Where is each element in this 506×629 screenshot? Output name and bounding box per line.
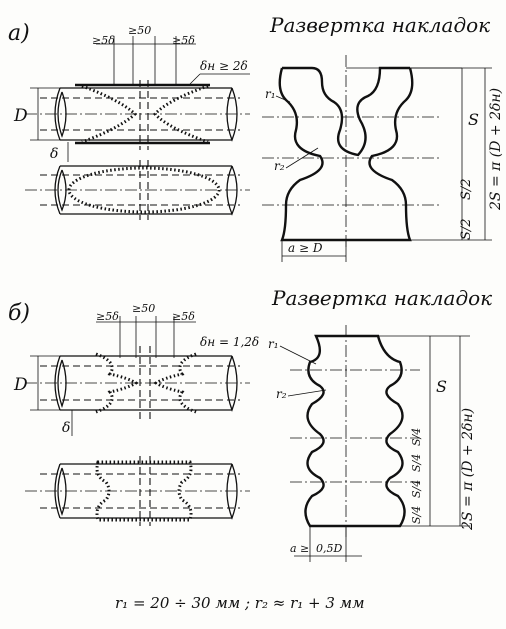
section-b-diameter-dim: D δ: [13, 355, 73, 436]
section-b-S: S: [436, 377, 447, 396]
section-a-width: a ≥ D: [288, 241, 323, 255]
section-b-top-dimensions: ≥5δ ≥50 ≥5δ δн = 1,2δ: [96, 302, 259, 358]
section-b-marker: б): [8, 301, 30, 326]
section-a-wall: δ: [50, 146, 58, 162]
section-b-quarter-4: S/4: [410, 428, 423, 446]
radius-formula: r₁ = 20 ÷ 30 мм ; r₂ ≈ r₁ + 3 мм: [115, 594, 365, 612]
section-a-diameter-dim: D δ: [13, 87, 69, 162]
section-b-dim-left: ≥5δ: [96, 310, 119, 323]
section-a-S: S: [468, 110, 479, 129]
section-b-quarter-1: S/4: [410, 506, 423, 524]
section-b-pipe-2: [25, 456, 250, 526]
section-b-pad-thickness: δн = 1,2δ: [200, 335, 259, 349]
section-a-dim-mid: ≥50: [128, 24, 151, 37]
section-b-width-a: a ≥: [290, 542, 309, 555]
section-a-diameter: D: [13, 106, 28, 126]
section-b-wall: δ: [62, 420, 70, 436]
section-b-quarter-2: S/4: [410, 480, 423, 498]
section-a-r2: r₂: [274, 159, 285, 173]
section-b-diameter: D: [13, 375, 28, 395]
section-a-marker: а): [8, 21, 30, 46]
section-b-total: 2S = π (D + 2δн): [460, 408, 476, 531]
section-a-top-dimensions: ≥5δ ≥50 ≥5δ δн ≥ 2δ: [92, 24, 250, 85]
section-a-pipe-1: [25, 80, 250, 150]
section-a-half-1: S/2: [459, 178, 474, 200]
section-a-title: Развертка накладок: [269, 13, 490, 37]
section-a-half-2: S/2: [459, 218, 474, 240]
section-a-r1: r₁: [265, 87, 276, 101]
section-b-quarter-3: S/4: [410, 454, 423, 472]
section-b-pipe-1: [25, 346, 250, 420]
section-b-dim-right: ≥5δ: [172, 310, 195, 323]
section-a-development-pad: S S/2 S/2 2S = π (D + 2δн) r₁ r₂ a ≥ D: [262, 55, 504, 262]
section-a-total: 2S = π (D + 2δн): [488, 88, 504, 211]
section-a-pad-thickness: δн ≥ 2δ: [200, 59, 248, 73]
section-b-r1: r₁: [268, 337, 279, 351]
section-b-dim-mid: ≥50: [132, 302, 155, 315]
section-b-development-pad: S S/4 S/4 S/4 S/4 2S = π (D + 2δн) r₁ r₂…: [268, 325, 476, 562]
section-b-width-b: 0,5D: [316, 542, 342, 555]
section-a-pipe-2: [25, 160, 250, 220]
section-b-title: Развертка накладок: [271, 286, 492, 310]
section-b-r2: r₂: [276, 387, 287, 401]
section-a-dim-right: ≥5δ: [172, 34, 195, 47]
section-a-dim-left: ≥5δ: [92, 34, 115, 47]
